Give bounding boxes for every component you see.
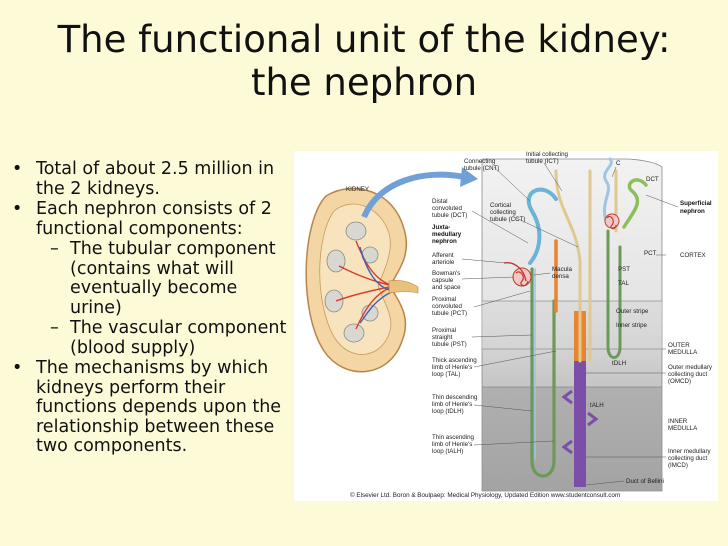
figure-label: Superficial [680,200,712,207]
figure-label: Duct of Bellini [626,478,664,485]
collecting-duct [574,361,586,487]
figure-label: convoluted [432,205,462,212]
figure-label: straight [432,334,453,341]
zoom-arrow-head [460,167,478,187]
slide-title-line-1: The functional unit of the kidney: [57,18,671,61]
sub-bullet-item: The tubular component (contains what wil… [8,239,290,318]
leader-lines [461,162,617,446]
figure-label: limb of Henle's [432,401,472,408]
zoom-arrow [361,171,465,219]
figure-label: tALH [590,402,604,409]
juxtamedullary-nephron [526,169,592,478]
figure-label: Inner medullary [668,448,712,455]
figure-label: tubule (ICT) [526,158,559,165]
sub-bullet-item: The vascular component (blood supply) [8,318,290,358]
figure-label: Outer medullary [668,364,713,371]
figure-label: loop (TAL) [432,371,460,378]
figure-label: densa [552,273,569,280]
bullet-item: Total of about 2.5 million in the 2 kidn… [8,159,290,199]
figure-label: Thin ascending [432,434,475,441]
figure-label: nephron [432,238,457,245]
figure-label: (IMCD) [668,462,688,469]
figure-label: Bowman's [432,270,460,277]
figure-label: limb of Henle's [432,364,472,371]
figure-label: tubule (PCT) [432,310,467,317]
figure-label: Thick ascending [432,357,477,364]
figure-label: Cortical [490,202,511,209]
figure-label: convoluted [432,303,462,310]
figure-label: Juxta- [432,224,450,231]
figure-label: MEDULLA [668,349,698,356]
figure-label: collecting [490,209,516,216]
figure-label: tubule (PST) [432,341,467,348]
label-kidney: KIDNEY [346,186,369,193]
figure-credit: © Elsevier Ltd. Boron & Boulpaep: Medica… [350,491,620,499]
figure-label: Distal [432,198,447,205]
bullet-item: The mechanisms by which kidneys perform … [8,358,290,457]
nephron-figure: KIDNEY Connecting tubule (CNT) Initial c… [294,151,718,501]
figure-label: arteriole [432,259,455,266]
figure-label: Initial collecting [526,151,569,158]
figure-label: capsule [432,277,454,284]
figure-label: CORTEX [680,252,706,259]
bullet-list: Total of about 2.5 million in the 2 kidn… [8,159,290,458]
figure-label: limb of Henle's [432,441,472,448]
figure-label: Thin descending [432,394,478,401]
figure-label: tDLH [612,360,626,367]
figure-label: collecting duct [668,455,707,462]
figure-label: OUTER [668,342,690,349]
figure-label: and space [432,284,461,291]
figure-label: tubule (CNT) [464,165,499,172]
figure-label: Inner stripe [616,322,648,329]
nephron-diagram: KIDNEY Connecting tubule (CNT) Initial c… [305,151,713,499]
figure-label: collecting duct [668,371,707,378]
figure-label: Outer stripe [616,308,649,315]
slide-title: The functional unit of the kidney: the n… [0,18,728,104]
figure-label: INNER [668,418,688,425]
figure-label: nephron [680,208,705,215]
slide-title-line-2: the nephron [250,61,478,104]
figure-label: PCT [644,250,657,257]
figure-labels-right: Superficial nephron PST PCT CORTEX TAL O… [590,200,713,485]
figure-label: tubule (DCT) [432,212,467,219]
figure-label: Afferent [432,252,454,259]
outer-stripe-band [482,301,662,349]
figure-label: MEDULLA [668,425,698,432]
figure-label: medullary [432,231,462,238]
inner-medulla-band [482,387,662,491]
bullet-item: Each nephron consists of 2 functional co… [8,199,290,239]
figure-label: C [616,160,621,167]
figure-label: Proximal [432,296,456,303]
figure-label: TAL [618,280,629,287]
figure-label: (OMCD) [668,378,691,385]
figure-label: loop (tALH) [432,448,463,455]
figure-label: PST [618,266,630,273]
figure-label: loop (tDLH) [432,408,464,415]
figure-label: Proximal [432,327,456,334]
kidney-illustration [305,187,419,373]
figure-label: DCT [646,176,659,183]
figure-label: Connecting [464,158,496,165]
figure-labels-left: Connecting tubule (CNT) Initial collecti… [432,151,659,455]
figure-label: Macula [552,266,573,273]
figure-label: tubule (CCT) [490,216,525,223]
